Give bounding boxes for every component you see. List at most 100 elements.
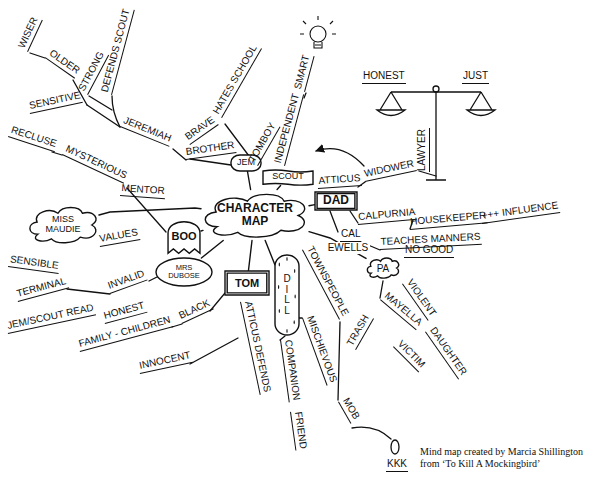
node-text: TOM (235, 277, 259, 289)
banner-shape (263, 170, 313, 185)
connector (265, 241, 275, 266)
branch-label: MYSTERIOUS (62, 142, 130, 183)
branch-label: DEFENDS SCOUT (98, 7, 134, 95)
branch-label: HONEST (362, 70, 406, 84)
branch-label: TOWNSPEOPLE (302, 243, 351, 319)
branch-label: ATTICUS DEFENDS (240, 299, 273, 394)
branch-label: MISCHIEVOUS (302, 313, 340, 385)
branch-label: SENSIBLE (8, 253, 60, 274)
pickle-dot (286, 329, 287, 333)
branch-line (89, 96, 112, 110)
bulb-glass (310, 26, 326, 42)
connector (99, 208, 201, 215)
box-outer (315, 192, 357, 210)
branch-label: INNOCENT (137, 349, 193, 374)
cloud-shape (367, 258, 398, 278)
oval-shape (156, 258, 212, 286)
pickle-dot (286, 257, 287, 261)
branch-line (190, 159, 231, 165)
branch-label: OLDER (45, 47, 83, 79)
pickle-dot (279, 263, 280, 267)
dbox-node: DAD (315, 192, 357, 210)
node-text: MRS DUBOSE (164, 264, 204, 281)
branch-label: INVALID (105, 267, 148, 294)
pickle-dot (294, 320, 295, 324)
branch-label: SENSITIVE (27, 89, 83, 114)
branch-line (112, 96, 120, 127)
branch-line (380, 281, 383, 298)
node-text: DILL (283, 274, 291, 316)
pickle-shape (275, 255, 299, 335)
cloud-shape (30, 208, 96, 243)
connector (248, 241, 252, 272)
node-text: PA (377, 263, 390, 274)
branch-line (330, 211, 338, 232)
branch-label: DAUGHTER (425, 324, 470, 380)
node-text: MISS MAUDIE (41, 215, 85, 235)
branch-label: BRAVE (182, 113, 219, 145)
pickle-dot (279, 309, 280, 313)
branch-label: WIDOWER (362, 157, 416, 182)
branch-label: FRIEND (290, 410, 309, 451)
branch-label: JEREMIAH (120, 114, 174, 147)
box-inner (317, 194, 355, 209)
node-text: SCOUT (272, 172, 304, 182)
branch-label: COMPANION (280, 338, 303, 402)
box-outer (225, 271, 269, 295)
cloud-node: CHARACTER MAP (201, 190, 309, 241)
branch-label: JUST (462, 70, 489, 84)
branch-label: SMART (291, 53, 314, 92)
light-bulb-icon (300, 16, 336, 48)
branch-label: HATES SCHOOL (210, 42, 262, 118)
branch-label: BLACK (176, 297, 213, 324)
box-inner (227, 273, 267, 293)
bulb-base (314, 42, 322, 48)
branch-label: LAWYER (416, 128, 430, 172)
branch-label: FAMILY - CHILDREN (76, 313, 173, 352)
pickle-dot (278, 285, 279, 289)
branch-label: WISER (15, 15, 42, 52)
scales-pan (377, 92, 405, 116)
branch-label: CAL (340, 228, 361, 242)
branch-line (190, 338, 238, 364)
noose-rope (352, 427, 391, 439)
cloud-shape (205, 194, 304, 237)
ghost-node: BOO (165, 218, 203, 254)
pickle-dot (295, 295, 296, 299)
branch-line (338, 322, 340, 400)
branch-line (67, 289, 110, 294)
connector (201, 230, 203, 232)
connector (309, 205, 315, 206)
branch-label: ATTICUS (317, 172, 362, 189)
branch-line (304, 93, 306, 98)
pickle-node: DILL (275, 255, 299, 335)
cloud-node: MISS MAUDIE (27, 204, 99, 246)
ghost-shape (168, 222, 200, 254)
edge-label: EWELLS (326, 242, 371, 254)
branch-label: JEM/SCOUT READ (5, 302, 96, 334)
noose-loop (391, 440, 399, 454)
connector (201, 241, 223, 259)
banner-node: SCOUT (263, 169, 313, 186)
branch-label: KKK (386, 458, 408, 472)
branches (30, 53, 436, 454)
branch-label: HOUSEKEEPER (409, 209, 488, 230)
caption: Mind map created by Marcia Shillington f… (420, 446, 592, 470)
branch-line (30, 53, 45, 58)
scales-pan (467, 92, 495, 116)
connector (277, 186, 281, 190)
branch-line (210, 293, 225, 311)
node-text: DAD (323, 194, 349, 207)
connector (247, 171, 250, 190)
pickle-dot (294, 269, 295, 273)
branch-label: +++ INFLUENCE (480, 199, 560, 224)
node-text: BOO (171, 230, 196, 242)
branch-line (350, 211, 358, 223)
branch-label: BROTHER (184, 139, 236, 160)
branch-label: VALUES (98, 226, 141, 247)
branch-label: TRASH (344, 312, 374, 350)
ellipse-node: MRS DUBOSE (156, 258, 212, 286)
dbox-node: TOM (225, 271, 269, 295)
branch-label: TERMINAL (14, 275, 68, 302)
